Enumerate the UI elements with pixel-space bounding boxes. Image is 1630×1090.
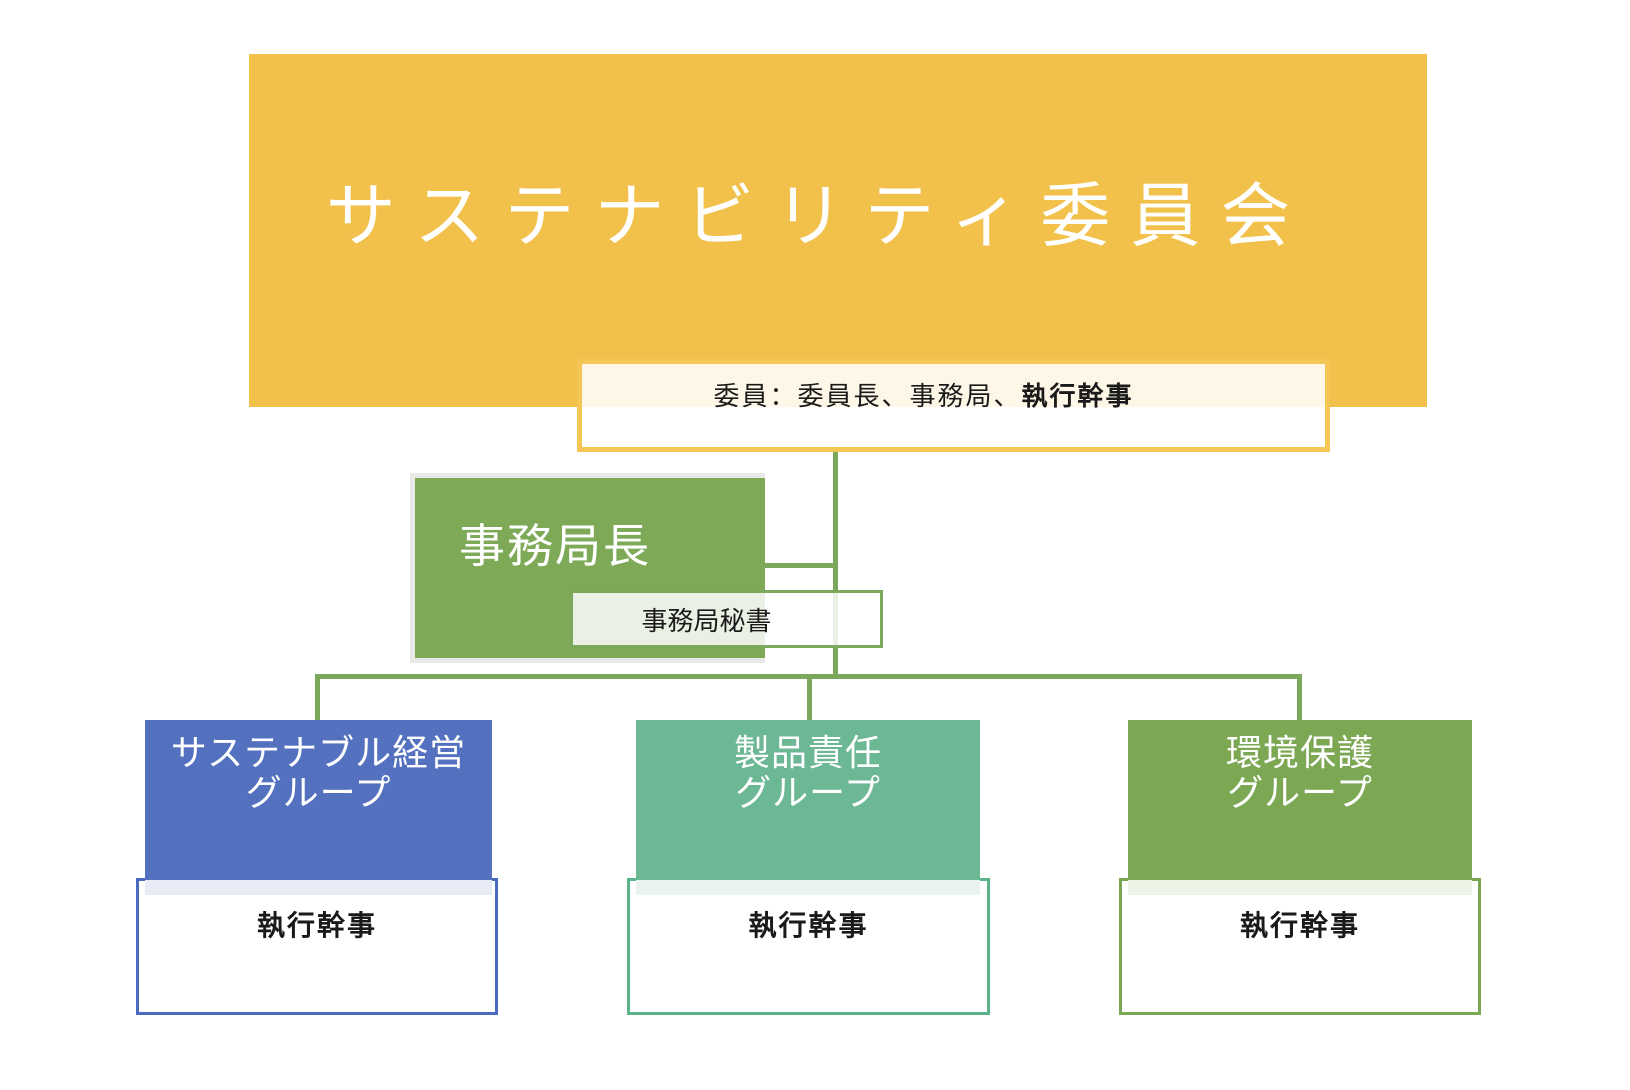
members-box: 委員：委員長、事務局、執行幹事 (577, 359, 1330, 452)
group-title-line1: サステナブル経営 (170, 732, 467, 774)
group-product-responsibility-role-box: 執行幹事 (627, 878, 990, 1015)
group-environmental-protection-title: 環境保護 グループ (1225, 732, 1374, 815)
group-sustainable-management-role-box: 執行幹事 (136, 878, 498, 1015)
secretariat-secretary-label: 事務局秘書 (641, 605, 772, 636)
group-title-line1: 製品責任 (733, 732, 882, 774)
group-environmental-protection-box: 環境保護 グループ (1128, 720, 1472, 880)
group-title-line2: グループ (1227, 773, 1373, 814)
members-note-normal: 委員：委員長、事務局、 (713, 381, 1022, 411)
connector-drop-middle-line (807, 674, 812, 721)
group-environmental-protection-role-box: 執行幹事 (1119, 878, 1481, 1015)
group-title-line2: グループ (735, 773, 881, 814)
committee-title: サステナビリティ委員会 (325, 175, 1311, 257)
connector-drop-left-line (315, 674, 320, 721)
committee-box: サステナビリティ委員会 (249, 54, 1427, 407)
executive-secretary-label: 執行幹事 (256, 910, 377, 941)
secretariat-director-label: 事務局長 (459, 519, 651, 573)
group-product-responsibility-box: 製品責任 グループ (636, 720, 980, 880)
secretariat-secretary-box: 事務局秘書 (570, 590, 883, 648)
group-product-responsibility-title: 製品責任 グループ (733, 732, 882, 815)
members-note: 委員：委員長、事務局、執行幹事 (713, 376, 1133, 413)
group-title-line1: 環境保護 (1225, 732, 1374, 774)
group-title-line2: グループ (245, 773, 392, 814)
members-note-bold: 執行幹事 (1021, 381, 1134, 411)
executive-secretary-label: 執行幹事 (748, 910, 869, 941)
group-sustainable-management-box: サステナブル経営 グループ (145, 720, 492, 880)
executive-secretary-label: 執行幹事 (1239, 910, 1360, 941)
connector-drop-right-line (1297, 674, 1302, 721)
group-sustainable-management-title: サステナブル経営 グループ (170, 732, 467, 815)
connector-director-elbow-line (756, 563, 836, 568)
